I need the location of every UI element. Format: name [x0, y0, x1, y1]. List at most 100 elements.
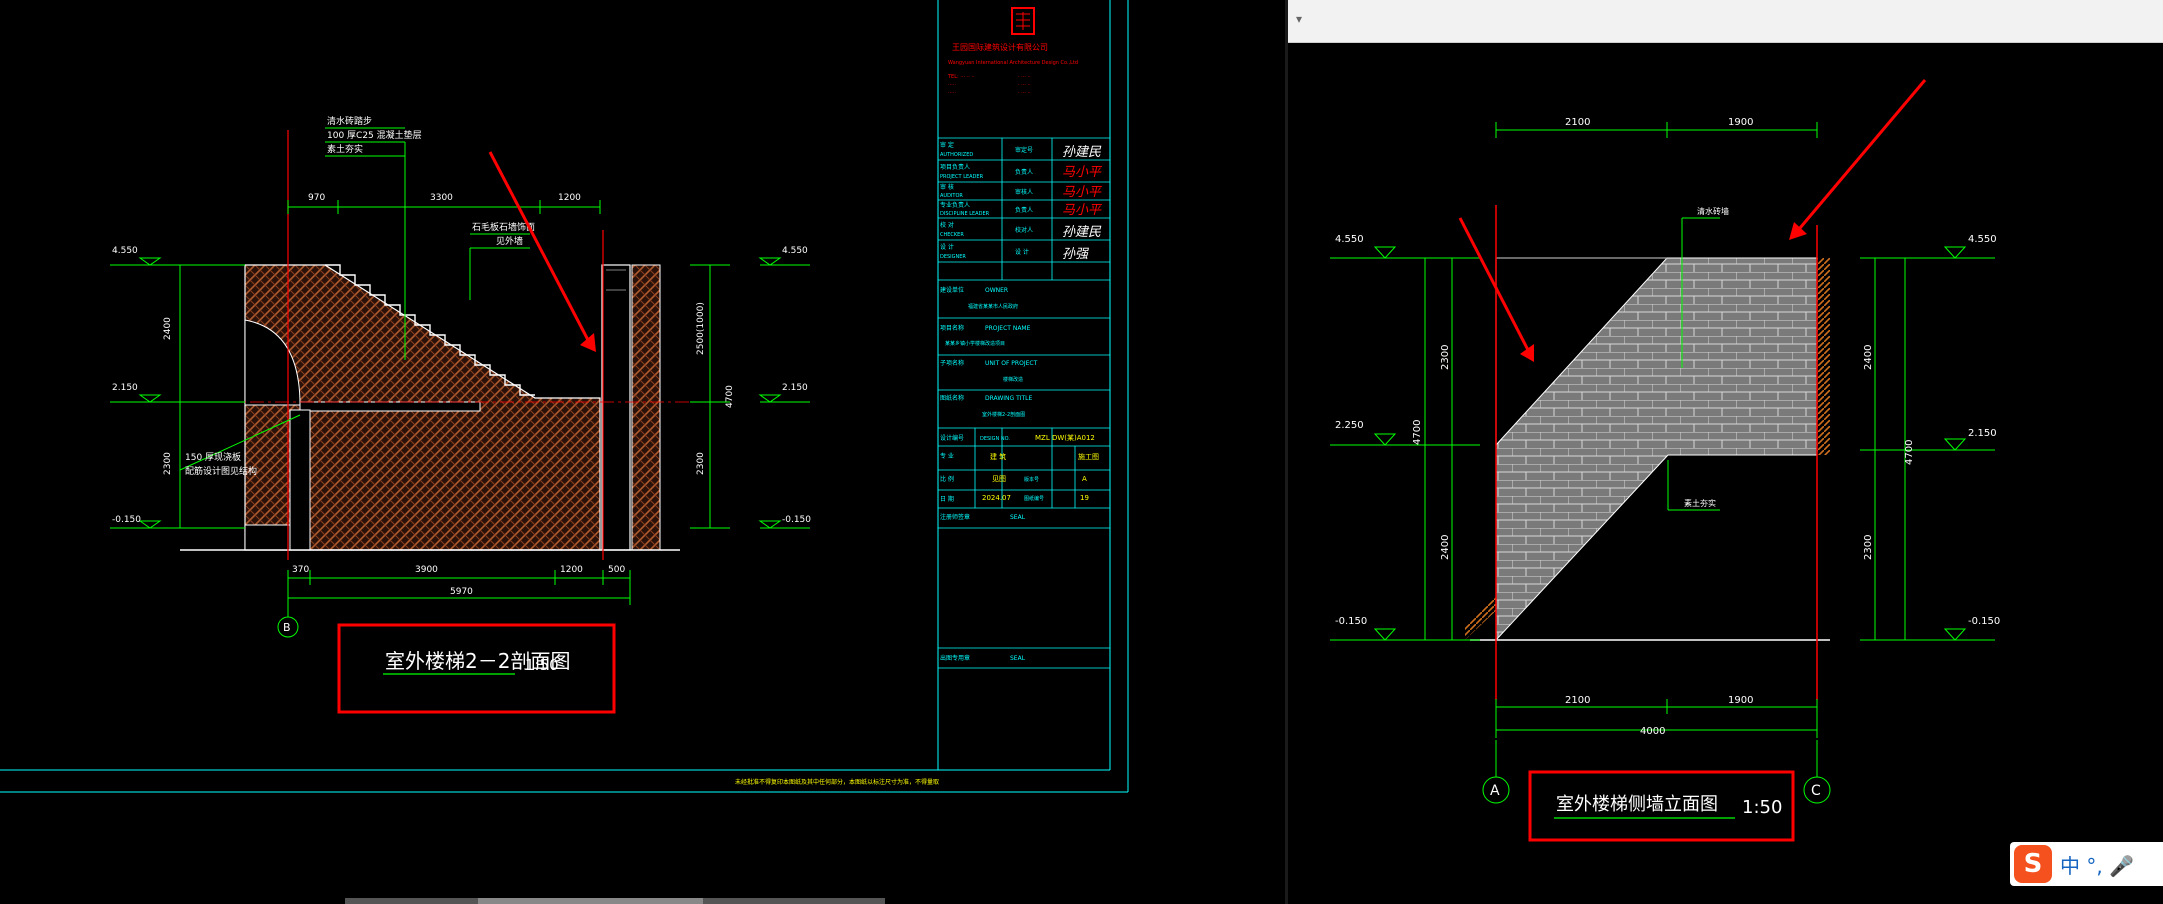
retaining-wall-hatch [631, 264, 661, 551]
tb-drawing-label: 图纸名称 [940, 394, 964, 402]
note-3: 素土夯实 [327, 143, 363, 155]
tb-sig-0: 孙建民 [1062, 145, 1102, 160]
r-dim-top-2: 1900 [1728, 117, 1753, 128]
tb-row-3-role: 负责人 [1015, 206, 1033, 214]
right-elevation-drawing: 4.550 2.250 -0.150 4.550 2.150 -0.150 21… [1330, 79, 2000, 842]
brick-wall [1495, 257, 1818, 642]
tb-row-4-label: 校 对 [940, 221, 954, 229]
left-drawing-title: 室外楼梯2－2剖面图 [385, 649, 570, 673]
tb-project: 某某乡镇小学楼梯改造项目 [945, 340, 1005, 347]
dim-bottom-4: 500 [608, 565, 625, 575]
tb-owner-label: 建设单位 [940, 286, 964, 294]
r-vert-right-total: 4700 [1904, 440, 1915, 465]
tb-row-0-label: 审 定 [940, 141, 954, 149]
r-level-left-mid: 2.250 [1335, 420, 1364, 431]
left-title-highlight [337, 623, 616, 714]
company-seal-icon [1011, 7, 1035, 35]
note-1: 清水砖踏步 [327, 115, 372, 127]
tb-row-5-sub: DESIGNER [940, 254, 966, 260]
scrollbar-thumb[interactable] [478, 898, 703, 904]
ime-status-text[interactable]: 中 °, 🎤 [2060, 853, 2134, 878]
wall-note-1: 石毛板石墙饰面 [472, 221, 535, 233]
tb-row-0-role: 审定号 [1015, 146, 1033, 154]
tb-seal2-label: 出图专用章 [940, 654, 970, 662]
r-level-right-mid: 2.150 [1968, 428, 1997, 439]
tb-version: A [1082, 475, 1087, 483]
right-pane-toolbar[interactable] [1288, 0, 2163, 43]
wall-note-2: 见外墙 [496, 235, 523, 247]
tb-date-label: 日 期 [940, 495, 954, 503]
tb-design-no-label: 设计编号 [940, 434, 964, 442]
landing-note-2: 配筋设计图见结构 [185, 465, 257, 477]
dim-top-3: 1200 [558, 193, 581, 203]
tb-design-no-en: DESIGN NO. [980, 436, 1010, 442]
tb-owner: 福建省某某市人民政府 [968, 303, 1018, 310]
r-dim-top-1: 2100 [1565, 117, 1590, 128]
tb-row-0-sub: AUTHORIZED [940, 152, 973, 158]
svg-text:TEL: ··· ·· ··: TEL: ··· ·· ·· [947, 74, 975, 80]
tb-sig-4: 孙建民 [1062, 225, 1102, 240]
left-level-mid: 2.150 [112, 383, 138, 393]
landing-slab [299, 401, 481, 412]
dim-vert-right-total: 4700 [725, 385, 735, 408]
tb-drawing-en: DRAWING TITLE [985, 395, 1033, 402]
sheet-footer-note: 未经批准不得复印本图纸及其中任何部分，本图纸以标注尺寸为准，不得量取 [735, 778, 939, 786]
landing-note-1: 150 厚现浇板 [185, 451, 241, 463]
grid-axis-c: C [1811, 783, 1821, 799]
ime-toolbar[interactable]: S 中 °, 🎤 [2010, 842, 2163, 886]
dim-bottom-2: 3900 [415, 565, 438, 575]
tb-row-1-label: 项目负责人 [940, 163, 970, 171]
r-level-left-bottom: -0.150 [1335, 616, 1367, 627]
tb-sheet-label: 图纸编号 [1024, 495, 1044, 502]
tb-version-label: 版本号 [1024, 476, 1039, 483]
left-sheet-frame [0, 0, 1129, 793]
dim-vert-left-1: 2400 [163, 317, 173, 340]
left-level-mid-right: 2.150 [782, 383, 808, 393]
tb-row-3-label: 专业负责人 [940, 201, 970, 209]
tb-seal2-en: SEAL [1010, 655, 1026, 662]
r-vert-right-1: 2400 [1863, 345, 1874, 370]
pane-divider[interactable] [1285, 0, 1288, 904]
r-vert-left-2: 2400 [1440, 535, 1451, 560]
tb-unit-en: UNIT OF PROJECT [985, 360, 1038, 367]
dim-bottom-3: 1200 [560, 565, 583, 575]
svg-text:· ··· ··: · ··· ·· [1018, 90, 1031, 96]
dim-vert-right-1: 2500(1000) [696, 302, 706, 355]
tb-row-4-sub: CHECKER [940, 232, 964, 238]
tb-drawing: 室外楼梯2-2剖面图 [982, 411, 1025, 418]
tb-row-1-sub: PROJECT LEADER [940, 174, 984, 180]
svg-text:·····: ····· [948, 90, 956, 96]
wall-column [601, 264, 631, 551]
r-vert-right-2: 2300 [1863, 535, 1874, 560]
svg-text:· ··· ··: · ··· ·· [1018, 74, 1031, 80]
tb-row-2-sub: AUDITOR [940, 193, 963, 199]
dim-total: 5970 [450, 587, 473, 597]
tb-discipline-label: 专 业 [940, 452, 954, 460]
tb-row-3-sub: DISCIPLINE LEADER [940, 211, 990, 217]
company-name: 王园国际建筑设计有限公司 [952, 42, 1048, 52]
dim-vert-left-2: 2300 [163, 452, 173, 475]
tb-owner-en: OWNER [985, 287, 1008, 294]
tb-scale: 见图 [992, 475, 1006, 483]
tb-unit-label: 子项名称 [940, 359, 964, 367]
svg-text:·····: ····· [948, 82, 956, 88]
tb-row-2-role: 审核人 [1015, 188, 1033, 196]
tb-seal-en: SEAL [1010, 514, 1026, 521]
r-note-bottom: 素土夯实 [1684, 498, 1716, 508]
red-arrow-right-1 [1458, 217, 1534, 362]
r-level-left-top: 4.550 [1335, 234, 1364, 245]
sogou-logo-icon[interactable]: S [2014, 845, 2052, 883]
tb-sig-5: 孙强 [1062, 247, 1089, 262]
tb-unit: 楼梯改造 [1003, 376, 1023, 383]
stair-steps [325, 264, 535, 396]
tb-design-no: MZL DW(某)A012 [1035, 434, 1095, 442]
tb-row-1-role: 负责人 [1015, 168, 1033, 176]
grid-axis-a: A [1490, 783, 1500, 799]
left-level-bottom: -0.150 [112, 515, 141, 525]
r-level-right-bottom: -0.150 [1968, 616, 2000, 627]
dim-bottom-1: 370 [292, 565, 309, 575]
chevron-down-icon[interactable]: ▾ [1296, 12, 1303, 26]
r-note-top: 清水砖墙 [1697, 206, 1729, 216]
tb-row-5-label: 设 计 [940, 243, 954, 251]
